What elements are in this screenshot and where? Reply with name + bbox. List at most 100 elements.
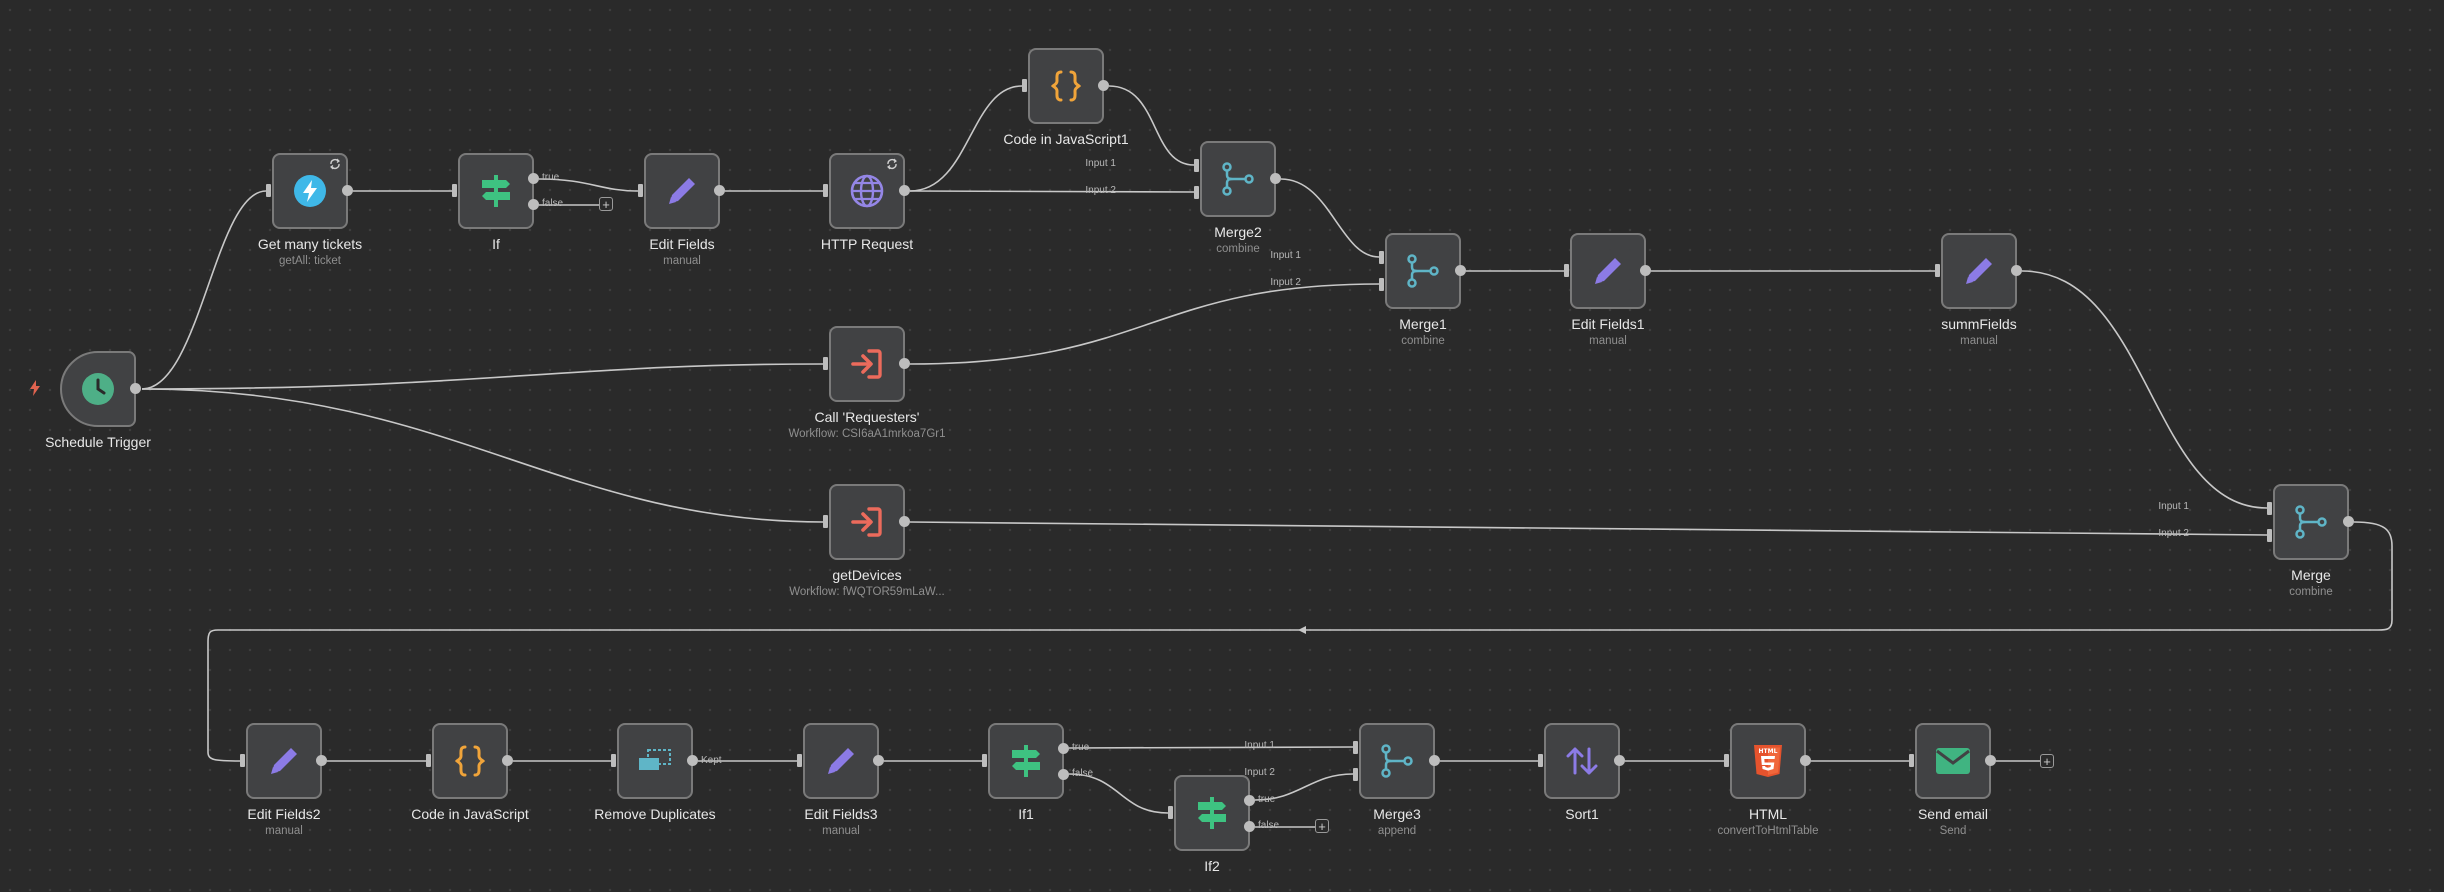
input-port-1[interactable] (2267, 502, 2272, 515)
output-port[interactable] (873, 755, 884, 766)
node-label: Schedule Trigger (45, 434, 151, 450)
node-label: Merge (2291, 567, 2331, 583)
pencil-icon (266, 743, 302, 779)
input-port-2[interactable] (1379, 278, 1384, 291)
port-label-input-1: Input 1 (1244, 740, 1275, 751)
edge-merge2-to-merge1[interactable] (1280, 178, 1380, 258)
port-label-false: false (1258, 820, 1280, 831)
node-subtitle: manual (265, 825, 303, 837)
output-port-false[interactable] (1244, 821, 1255, 832)
merge-icon (1220, 161, 1256, 197)
port-label-input-1: Input 1 (2158, 501, 2189, 512)
input-port[interactable] (1935, 264, 1940, 277)
input-port[interactable] (452, 184, 457, 197)
output-port[interactable] (714, 185, 725, 196)
output-port[interactable] (899, 358, 910, 369)
output-port[interactable] (130, 383, 141, 394)
edge-if1-false-to-if2[interactable] (1068, 773, 1169, 814)
output-port[interactable] (502, 755, 513, 766)
input-port[interactable] (1564, 264, 1569, 277)
node-subtitle: combine (1401, 335, 1445, 347)
output-port-false[interactable] (1058, 769, 1069, 780)
input-port[interactable] (1168, 806, 1173, 819)
input-port[interactable] (1909, 754, 1914, 767)
edge-trigger-to-tickets[interactable] (141, 190, 267, 390)
add-node-button[interactable]: + (1315, 819, 1329, 833)
output-port-true[interactable] (1058, 743, 1069, 754)
output-port-true[interactable] (528, 173, 539, 184)
port-label-input-1: Input 1 (1085, 158, 1116, 169)
input-port[interactable] (823, 357, 828, 370)
output-port-kept[interactable] (687, 755, 698, 766)
edge-http-to-code1[interactable] (909, 85, 1023, 192)
node-label: Edit Fields1 (1571, 316, 1645, 332)
node-subtitle: manual (663, 255, 701, 267)
output-port-false[interactable] (528, 199, 539, 210)
edge-getdevices-to-merge[interactable] (909, 521, 2268, 536)
input-port-2[interactable] (1194, 186, 1199, 199)
input-port[interactable] (240, 754, 245, 767)
input-port-2[interactable] (2267, 529, 2272, 542)
add-node-button[interactable]: + (599, 197, 613, 211)
node-subtitle: manual (822, 825, 860, 837)
edge-if-true-to-editfields[interactable] (538, 178, 639, 192)
input-port-2[interactable] (1353, 768, 1358, 781)
output-port[interactable] (1270, 173, 1281, 184)
edge-if1-true-to-merge3[interactable] (1068, 746, 1354, 749)
merge-icon (2293, 504, 2329, 540)
edge-trigger-to-getdevices[interactable] (141, 388, 824, 523)
input-port[interactable] (1022, 79, 1027, 92)
node-subtitle: manual (1960, 335, 1998, 347)
html-logo-text: HTML (1759, 748, 1778, 755)
edge-merge-loopback[interactable] (207, 521, 2393, 762)
pencil-icon (664, 173, 700, 209)
braces-icon (1048, 68, 1084, 104)
output-port-true[interactable] (1244, 795, 1255, 806)
merge-icon (1379, 743, 1415, 779)
input-port[interactable] (1538, 754, 1543, 767)
input-port[interactable] (982, 754, 987, 767)
input-port[interactable] (266, 184, 271, 197)
node-label: Sort1 (1565, 806, 1599, 822)
edge-summ-to-merge[interactable] (2021, 270, 2268, 509)
input-port[interactable] (638, 184, 643, 197)
node-subtitle: Workflow: fWQTOR59mLaW... (789, 586, 945, 598)
trigger-bolt-icon (30, 380, 40, 396)
input-port-1[interactable] (1353, 741, 1358, 754)
edge-http-to-merge2[interactable] (909, 190, 1195, 193)
sort-arrows-icon (1564, 743, 1600, 779)
node-label: Edit Fields2 (247, 806, 321, 822)
output-port[interactable] (1614, 755, 1625, 766)
output-port[interactable] (1985, 755, 1996, 766)
output-port[interactable] (316, 755, 327, 766)
edge-requesters-to-merge1[interactable] (909, 283, 1380, 365)
edge-code1-to-merge2[interactable] (1108, 85, 1195, 166)
edge-trigger-to-requesters[interactable] (141, 363, 824, 390)
input-port[interactable] (823, 515, 828, 528)
input-port-1[interactable] (1379, 251, 1384, 264)
input-port-1[interactable] (1194, 159, 1199, 172)
input-port[interactable] (797, 754, 802, 767)
input-port[interactable] (1724, 754, 1729, 767)
bolt-circle-icon (293, 174, 327, 208)
output-port[interactable] (1800, 755, 1811, 766)
node-subtitle: manual (1589, 335, 1627, 347)
output-port[interactable] (899, 516, 910, 527)
port-label-input-2: Input 2 (2158, 528, 2189, 539)
input-port[interactable] (426, 754, 431, 767)
output-port[interactable] (1455, 265, 1466, 276)
output-port[interactable] (899, 185, 910, 196)
port-label-input-2: Input 2 (1270, 277, 1301, 288)
output-port[interactable] (1640, 265, 1651, 276)
input-port[interactable] (823, 184, 828, 197)
add-node-button[interactable]: + (2040, 754, 2054, 768)
output-port[interactable] (2343, 516, 2354, 527)
output-port[interactable] (2011, 265, 2022, 276)
output-port[interactable] (1098, 80, 1109, 91)
input-port[interactable] (611, 754, 616, 767)
output-port[interactable] (1429, 755, 1440, 766)
edge-if2-true-to-merge3[interactable] (1254, 773, 1354, 801)
signpost-icon (1008, 743, 1044, 779)
output-port[interactable] (342, 185, 353, 196)
